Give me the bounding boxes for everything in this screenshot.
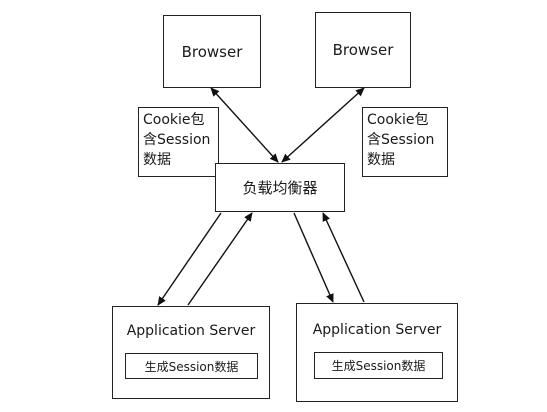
browser-left-label: Browser <box>181 42 243 61</box>
cookie-note-left-line1: Cookie包 <box>143 112 205 128</box>
app-server-right-session-label: 生成Session数据 <box>331 359 426 373</box>
arrow-browser-left-to-lb <box>210 87 279 163</box>
app-server-left-box: Application Server 生成Session数据 <box>112 306 270 399</box>
app-server-left-session-label: 生成Session数据 <box>144 359 239 374</box>
cookie-note-right: Cookie包 含Session 数据 <box>362 107 448 177</box>
load-balancer-label: 负载均衡器 <box>242 179 318 197</box>
cookie-note-right-line3: 数据 <box>367 152 395 168</box>
cookie-note-right-line2: 含Session <box>367 132 435 148</box>
arrow-lb-to-app-left <box>157 212 222 306</box>
cookie-note-left-line3: 数据 <box>143 152 171 168</box>
arrow-browser-right-to-lb <box>281 87 365 163</box>
arrow-app-left-to-lb <box>187 212 253 306</box>
browser-right-box: Browser <box>315 12 411 88</box>
app-server-right-label: Application Server <box>312 322 442 338</box>
cookie-note-left-line2: 含Session <box>143 132 211 148</box>
arrow-lb-to-app-right <box>293 212 334 303</box>
cookie-note-right-line1: Cookie包 <box>367 112 429 128</box>
app-server-left-label: Application Server <box>126 323 256 339</box>
cookie-note-left: Cookie包 含Session 数据 <box>138 107 219 177</box>
app-server-right-session: 生成Session数据 <box>314 352 443 379</box>
app-server-right-box: Application Server 生成Session数据 <box>296 303 458 402</box>
load-balancer-box: 负载均衡器 <box>215 163 345 212</box>
arrow-app-right-to-lb <box>322 212 365 303</box>
app-server-left-session: 生成Session数据 <box>125 353 258 379</box>
browser-right-label: Browser <box>332 41 394 59</box>
browser-left-box: Browser <box>163 15 261 88</box>
